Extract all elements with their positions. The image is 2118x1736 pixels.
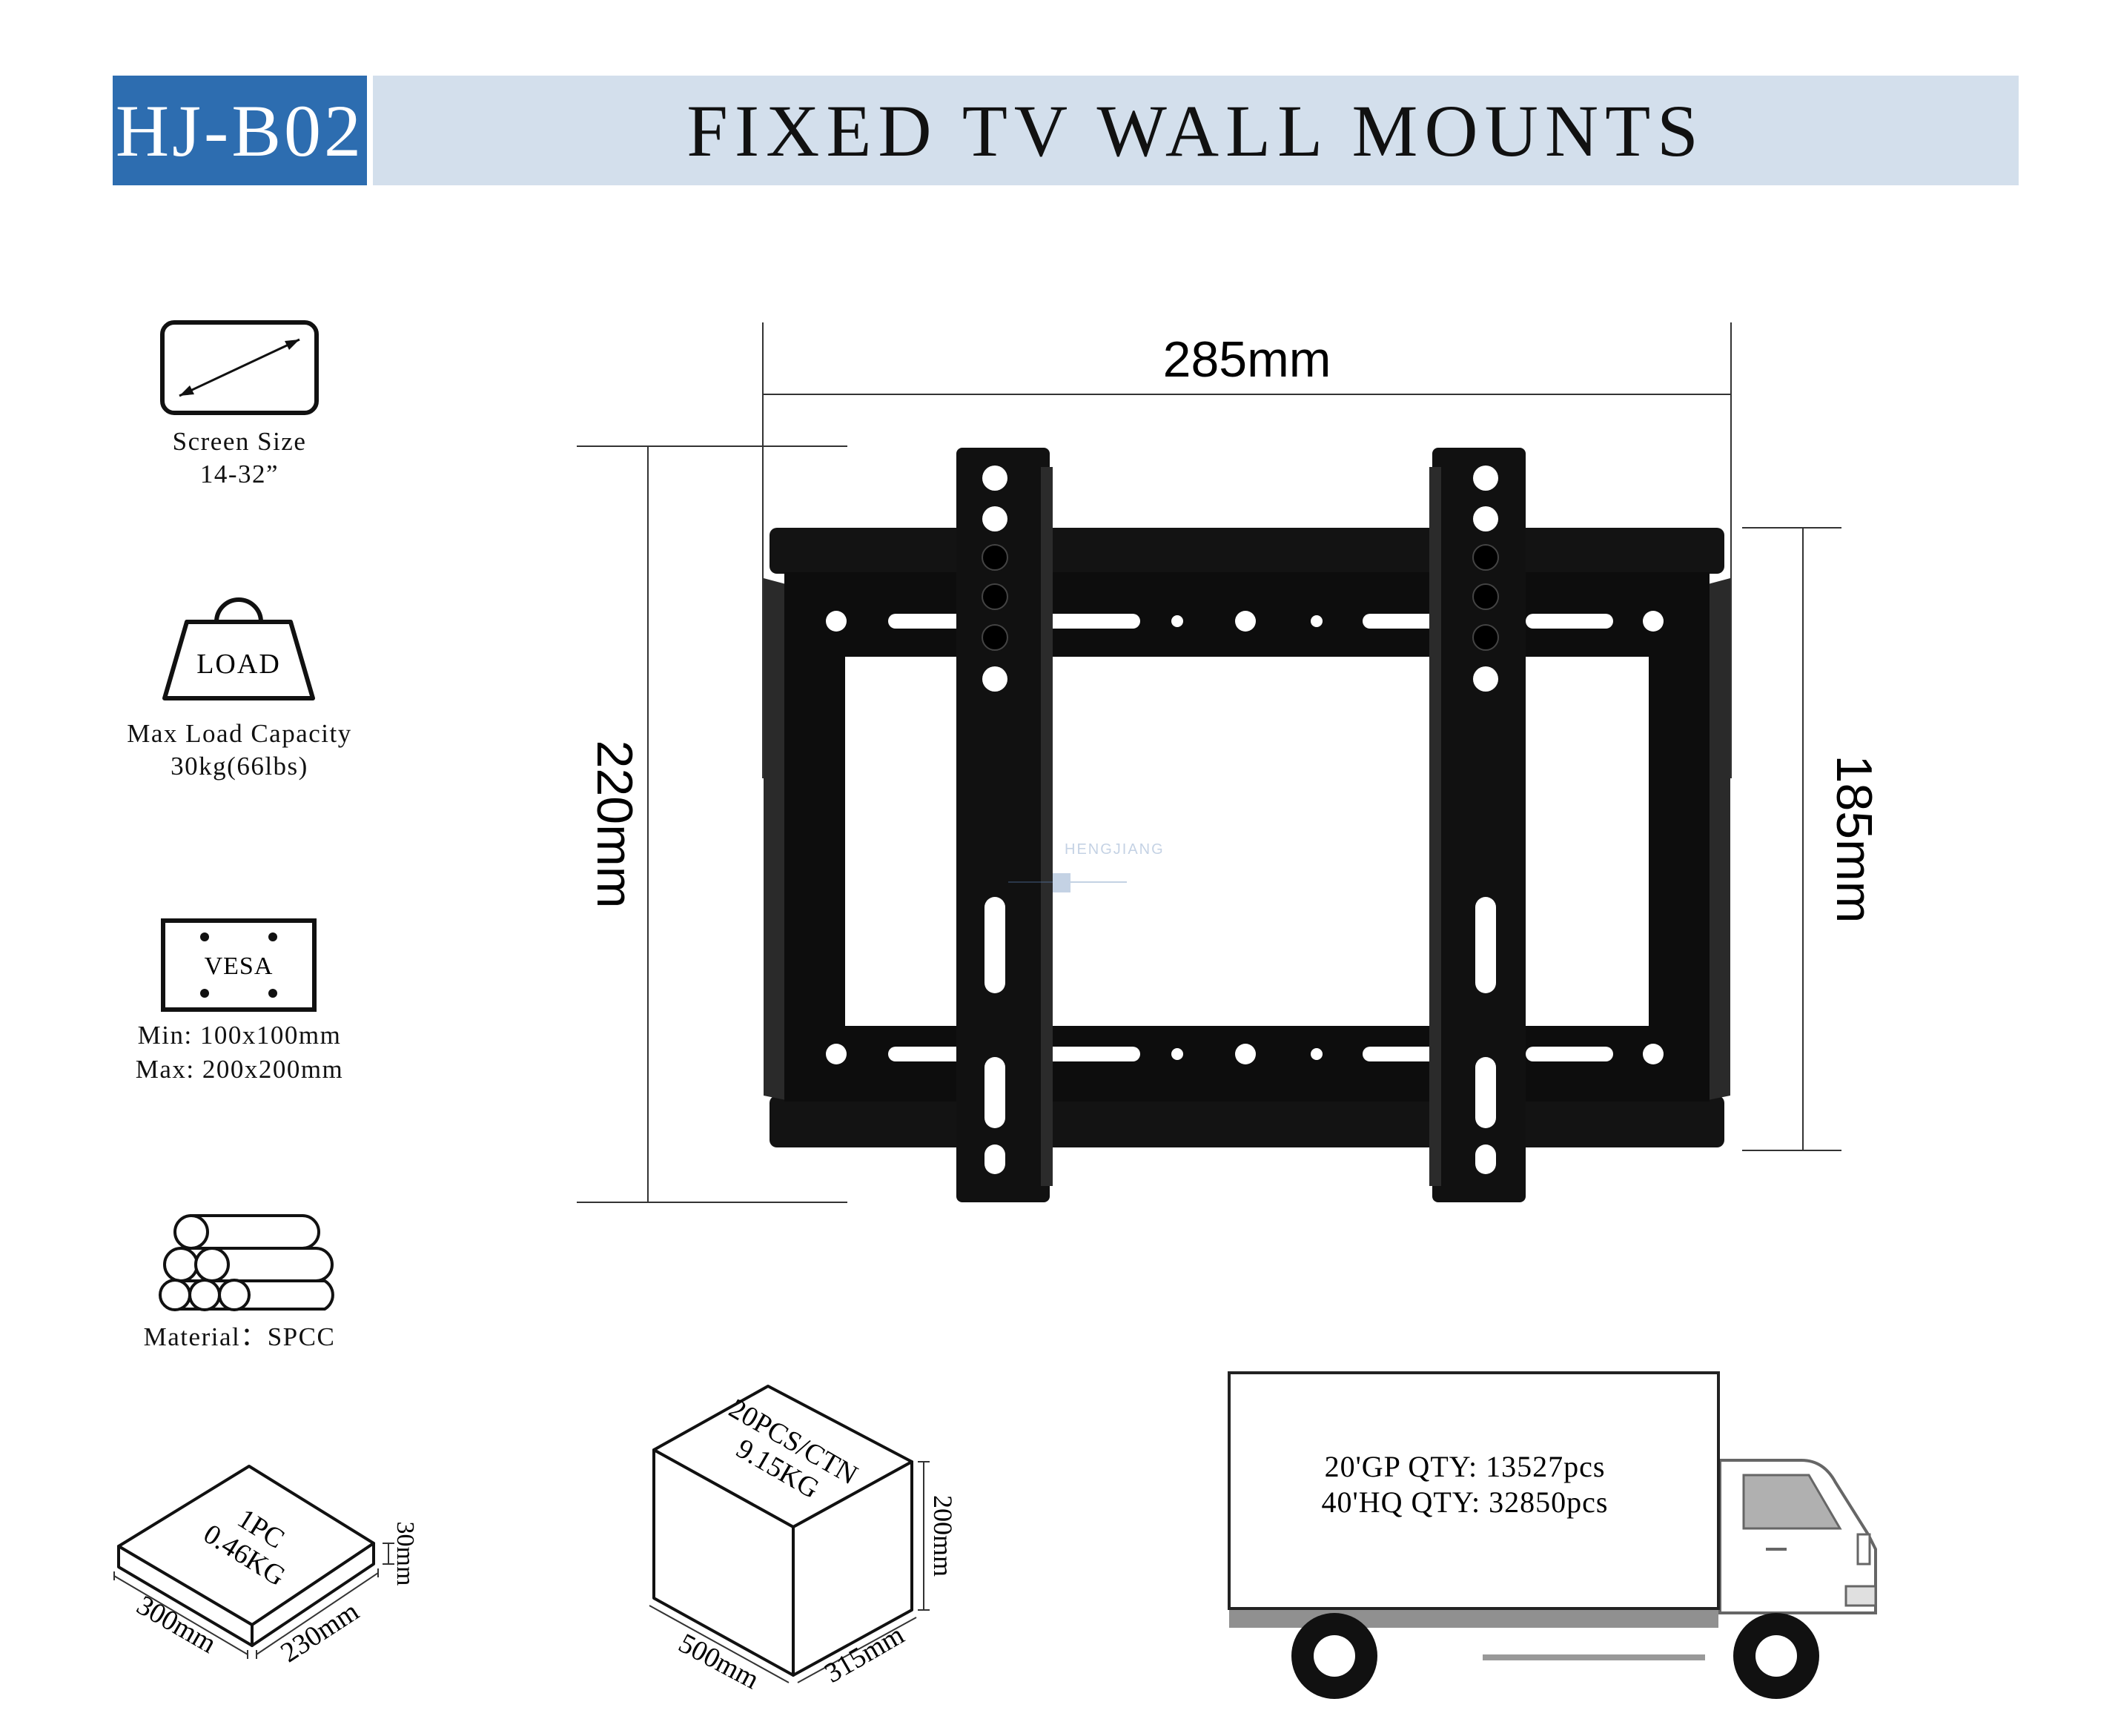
right-vertical-bracket [1429, 448, 1526, 1202]
truck-cab [1718, 1459, 1877, 1614]
weight-icon: LOAD [162, 597, 315, 700]
truck-wheels [1291, 1613, 1819, 1699]
vesa-icon-text: VESA [205, 953, 274, 980]
mount-drawing: 285mm 220mm 185mm [577, 322, 1882, 1203]
spec-load-label: Max Load Capacity [127, 719, 352, 748]
wall-plate [764, 528, 1730, 1147]
spec-vesa: Min: 100x100mm Max: 200x200mm [104, 1018, 375, 1087]
brand-watermark: HENGJIANG [1008, 841, 1165, 892]
spec-screen: Screen Size 14-32” [126, 425, 353, 491]
screen-diagonal-icon [160, 320, 319, 415]
container-hq40: 40'HQ QTY: 32850pcs [1322, 1485, 1609, 1519]
page-title: FIXED TV WALL MOUNTS [373, 76, 2019, 185]
left-vertical-bracket [956, 448, 1053, 1202]
spec-load-value: 30kg(66lbs) [171, 752, 308, 781]
height-dimension: 220mm [586, 741, 643, 909]
spec-vesa-min: Min: 100x100mm [137, 1021, 342, 1050]
spec-load: Max Load Capacity 30kg(66lbs) [111, 718, 368, 783]
spec-screen-label: Screen Size [172, 427, 307, 456]
vesa-pattern-icon: VESA [161, 918, 317, 1012]
container-truck: 20'GP QTY: 13527pcs 40'HQ QTY: 32850pcs [1228, 1371, 1877, 1699]
spec-material: Material：SPCC [143, 1322, 336, 1351]
inner-height-dimension: 185mm [1826, 755, 1882, 924]
width-dimension: 285mm [1163, 331, 1331, 388]
steel-pipes-icon [159, 1214, 334, 1311]
watermark-text: HENGJIANG [1065, 841, 1165, 858]
single-height: 30mm [391, 1522, 419, 1586]
container-box [1228, 1371, 1720, 1610]
spec-screen-value: 14-32” [199, 460, 279, 488]
weight-icon-text: LOAD [196, 649, 281, 680]
container-gp20: 20'GP QTY: 13527pcs [1325, 1450, 1606, 1483]
dimension-lines [577, 322, 1841, 1203]
carton-height: 200mm [928, 1495, 958, 1577]
single-package-box: 1PC 0.46KG 300mm 230mm 30mm [113, 1465, 419, 1669]
carton-box: 20PCS/CTN 9.15KG 500mm 315mm 200mm [649, 1385, 958, 1695]
spec-vesa-max: Max: 200x200mm [135, 1055, 344, 1084]
model-code: HJ-B02 [113, 76, 367, 185]
